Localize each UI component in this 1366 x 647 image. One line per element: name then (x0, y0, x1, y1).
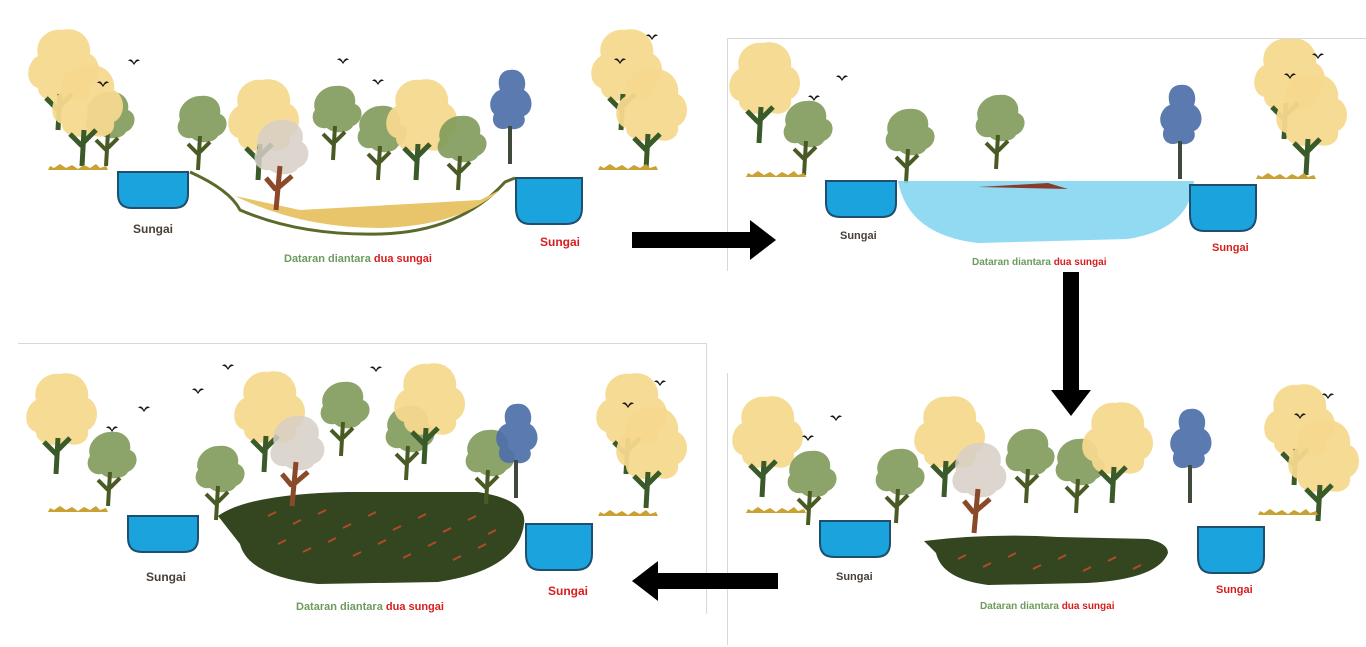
forest-tree (310, 83, 364, 162)
stage-3-illustration: Sungai Sungai Dataran diantara dua sunga… (728, 373, 1366, 612)
remnant-tree (318, 379, 372, 458)
bird (222, 364, 234, 370)
bird (138, 406, 150, 412)
bird (370, 366, 382, 372)
plain-label: Dataran diantara dua sungai (296, 601, 444, 613)
right-river-label: Sungai (540, 235, 580, 249)
bird (128, 59, 140, 65)
plain-label: Dataran diantara dua sungai (972, 257, 1107, 268)
right-bank-grass (598, 510, 658, 516)
regrowth-tree (1003, 426, 1057, 505)
left-bank-grass (746, 171, 806, 177)
remnant-tree (270, 416, 324, 506)
bird (836, 75, 848, 81)
plain-label-highlight: dua sungai (1054, 257, 1107, 268)
bank-tree-blue (1168, 406, 1214, 505)
plain-label-highlight: dua sungai (386, 601, 444, 613)
right-river-shape (525, 523, 593, 571)
stage-2-illustration: Sungai Sungai Dataran diantara dua sunga… (728, 39, 1366, 268)
floodwater (898, 181, 1194, 243)
plain-label-highlight: dua sungai (374, 253, 432, 265)
right-bank-tree-small (1276, 74, 1347, 175)
regrowth-tree (1082, 402, 1153, 503)
bird (337, 58, 349, 64)
panel-stage-3-regrowth: Sungai Sungai Dataran diantara dua sunga… (727, 373, 1366, 645)
plain-label-highlight: dua sungai (1062, 601, 1115, 612)
right-river-shape (515, 177, 583, 225)
bank-tree (175, 93, 229, 172)
cleared-soil-strip (924, 535, 1168, 585)
panel-stage-1-forest: Sungai Sungai Dataran diantara dua sunga… (0, 0, 705, 268)
bank-tree (883, 106, 937, 185)
planting-marks (267, 509, 497, 561)
left-bank-grass (746, 507, 806, 513)
bank-tree-blue (1158, 82, 1204, 181)
left-bank-tree-small (52, 65, 123, 166)
panel-stage-4-planted: Sungai Sungai Dataran diantara dua sunga… (18, 343, 707, 614)
right-river-label: Sungai (1216, 584, 1253, 596)
panel-stage-2-flooded: Sungai Sungai Dataran diantara dua sunga… (727, 38, 1366, 271)
forest-tree (435, 113, 489, 192)
right-river-shape (1189, 184, 1257, 232)
plain-ground-line (189, 170, 516, 236)
bird (830, 415, 842, 421)
left-river-label: Sungai (146, 570, 186, 584)
forest-tree-blue (488, 67, 534, 166)
arrow-right (632, 220, 776, 260)
left-river-shape (127, 515, 199, 553)
cleared-soil (218, 492, 525, 584)
left-river-shape (819, 520, 891, 558)
right-bank-grass (598, 164, 658, 170)
arrow-down (1051, 272, 1091, 416)
plain-label-prefix: Dataran diantara (284, 253, 374, 265)
regrowth-tree (952, 443, 1006, 533)
right-river-shape (1197, 526, 1265, 574)
bird (802, 435, 814, 441)
forest-tree (254, 120, 308, 210)
bird (192, 388, 204, 394)
plain-undergrowth (235, 190, 500, 228)
right-bank-grass (1258, 509, 1318, 515)
left-bank-tree-green (785, 448, 839, 527)
right-bank-tree-small (616, 69, 687, 170)
left-bank-grass (48, 164, 108, 170)
left-river-shape (117, 171, 189, 209)
right-bank-tree-small (616, 407, 687, 508)
left-river-label: Sungai (840, 230, 877, 242)
left-bank-grass (48, 506, 108, 512)
bird (106, 426, 118, 432)
right-bank-tree-small (1288, 420, 1359, 521)
plain-label-prefix: Dataran diantara (296, 601, 386, 613)
flooded-tree (973, 92, 1027, 171)
plain-label-prefix: Dataran diantara (972, 257, 1054, 268)
bird (808, 95, 820, 101)
arrow-left (632, 561, 778, 601)
bank-tree (873, 446, 927, 525)
fallen-log (978, 183, 1068, 189)
stage-1-illustration: Sungai Sungai Dataran diantara dua sunga… (0, 0, 705, 265)
bank-tree-blue (494, 401, 540, 500)
right-river-label: Sungai (548, 584, 588, 598)
left-bank-tree-green (781, 98, 835, 177)
stage-4-illustration: Sungai Sungai Dataran diantara dua sunga… (18, 344, 706, 613)
bird (372, 79, 384, 85)
left-river-shape (825, 180, 897, 218)
left-river-label: Sungai (836, 571, 873, 583)
plain-label-prefix: Dataran diantara (980, 601, 1062, 612)
left-river-label: Sungai (133, 222, 173, 236)
plain-label: Dataran diantara dua sungai (284, 253, 432, 265)
left-bank-tree-green (85, 429, 139, 508)
left-bank-tree (26, 373, 97, 474)
plain-label: Dataran diantara dua sungai (980, 601, 1115, 612)
right-river-label: Sungai (1212, 242, 1249, 254)
planting-marks (957, 552, 1142, 572)
